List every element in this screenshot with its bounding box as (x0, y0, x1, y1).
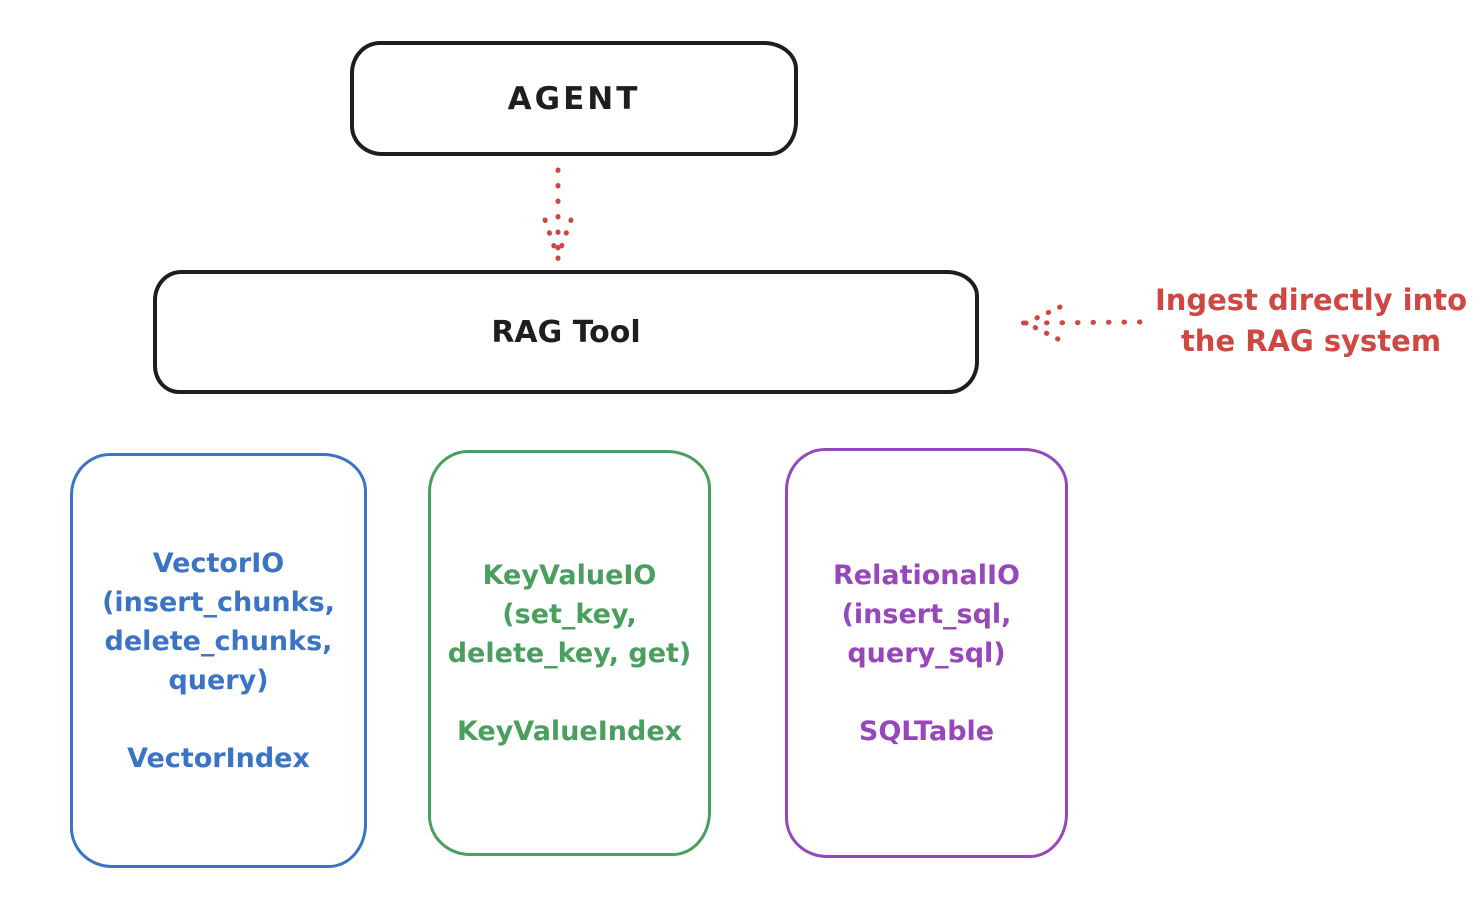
vector-io-title: VectorIO (152, 547, 285, 579)
vector-io-node: VectorIO (insert_chunks, delete_chunks, … (70, 453, 367, 868)
relational-io-title: RelationalIO (833, 559, 1020, 591)
ingest-annotation: Ingest directly into the RAG system (1138, 280, 1484, 362)
vector-io-param-line: (insert_chunks, (102, 586, 335, 618)
sqltable-label: SQLTable (858, 715, 995, 747)
ingest-annotation-line1: Ingest directly into (1154, 283, 1468, 317)
dashed-arrow-left-icon (1020, 304, 1143, 342)
keyvalue-io-title: KeyValueIO (482, 559, 657, 591)
rag-tool-label: RAG Tool (491, 314, 641, 350)
keyvalue-io-node: KeyValueIO (set_key, delete_key, get) Ke… (428, 450, 711, 856)
relational-io-param-line: (insert_sql, (841, 598, 1012, 630)
agent-node: AGENT (350, 41, 798, 156)
relational-io-node: RelationalIO (insert_sql, query_sql) SQL… (785, 448, 1068, 858)
vector-io-param-line: query) (168, 664, 269, 696)
rag-tool-node: RAG Tool (153, 270, 979, 394)
vector-io-param-line: delete_chunks, (104, 625, 333, 657)
relational-io-param-line: query_sql) (847, 637, 1006, 669)
dashed-arrow-down-icon (542, 167, 574, 262)
keyvalue-io-param-line: delete_key, get) (447, 637, 692, 669)
ingest-annotation-line2: the RAG system (1180, 324, 1442, 358)
keyvalue-io-param-line: (set_key, (502, 598, 637, 630)
vector-index-label: VectorIndex (127, 742, 310, 774)
keyvalue-index-label: KeyValueIndex (456, 715, 683, 747)
agent-label: AGENT (507, 80, 641, 117)
